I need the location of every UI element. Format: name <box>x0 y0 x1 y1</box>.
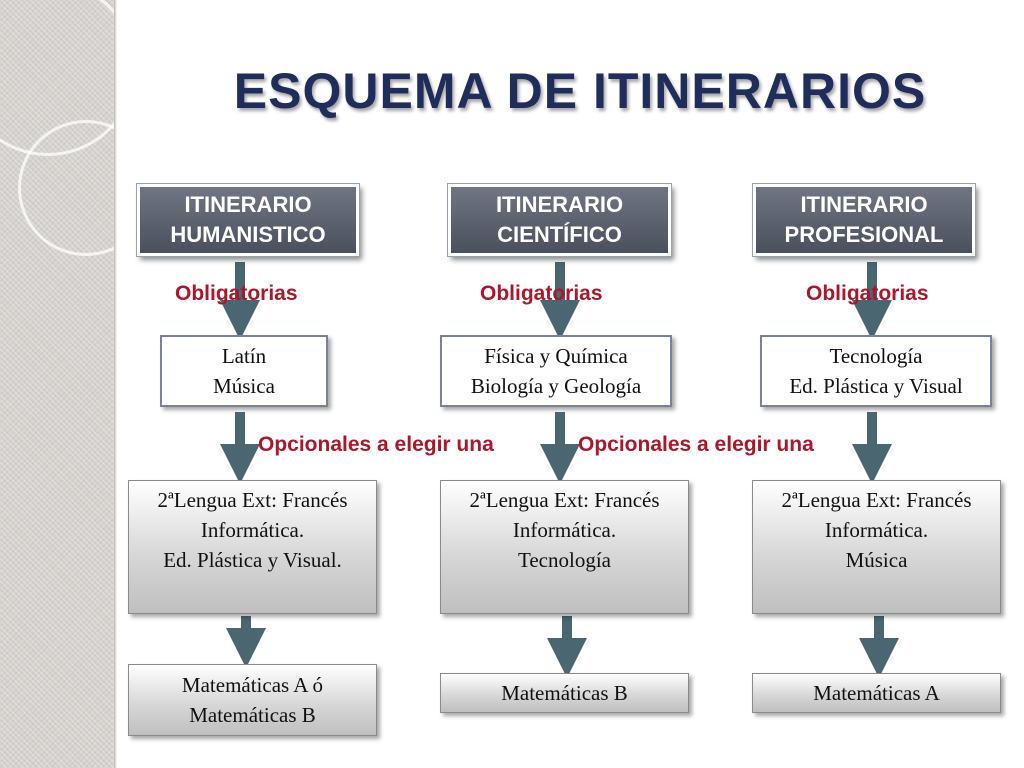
opcionales-box-humanistico: 2ªLengua Ext: Francés Informática. Ed. P… <box>128 480 377 614</box>
opcionales-box-profesional: 2ªLengua Ext: Francés Informática. Músic… <box>752 480 1001 614</box>
header-line: CIENTÍFICO <box>497 222 622 247</box>
opcionales-label-2: Opcionales a elegir una <box>578 433 814 456</box>
subject-line: Física y Química <box>484 344 628 368</box>
subject-line: Biología y Geología <box>470 374 642 398</box>
header-line: ITINERARIO <box>184 192 312 217</box>
header-line: ITINERARIO <box>495 192 624 217</box>
subject-line: 2ªLengua Ext: Francés <box>781 488 972 512</box>
header-line: PROFESIONAL <box>784 222 944 247</box>
subject-line: Ed. Plástica y Visual <box>789 374 963 398</box>
header-itinerario-cientifico: ITINERARIO CIENTÍFICO <box>447 183 672 257</box>
header-itinerario-humanistico: ITINERARIO HUMANISTICO <box>136 183 360 257</box>
obligatorias-label-col3: Obligatorias <box>806 282 929 305</box>
subject-line: Informática. <box>200 518 305 542</box>
subject-line: 2ªLengua Ext: Francés <box>157 488 348 512</box>
obligatorias-box-profesional: Tecnología Ed. Plástica y Visual <box>760 335 992 407</box>
decorative-side-strip <box>0 0 114 768</box>
subject-line: Tecnología <box>518 548 611 572</box>
subject-line: Informática. <box>512 518 617 542</box>
page-title: ESQUEMA DE ITINERARIOS <box>233 63 927 119</box>
opcionales-label-1: Opcionales a elegir una <box>258 433 494 456</box>
obligatorias-label-col1: Obligatorias <box>175 282 298 305</box>
header-itinerario-profesional: ITINERARIO PROFESIONAL <box>752 183 976 257</box>
matematicas-box-humanistico: Matemáticas A ó Matemáticas B <box>128 664 377 736</box>
obligatorias-label-col2: Obligatorias <box>480 282 603 305</box>
matematicas-box-cientifico: Matemáticas B <box>440 673 689 713</box>
subject-line: Matemáticas A ó <box>181 673 324 697</box>
subject-line: Tecnología <box>829 344 923 368</box>
matematicas-box-profesional: Matemáticas A <box>752 673 1001 713</box>
subject-line: Matemáticas A <box>813 681 940 705</box>
subject-line: Música <box>845 548 908 572</box>
opcionales-box-cientifico: 2ªLengua Ext: Francés Informática. Tecno… <box>440 480 689 614</box>
subject-line: Matemáticas B <box>189 703 316 727</box>
obligatorias-box-cientifico: Física y Química Biología y Geología <box>440 335 672 407</box>
header-line: HUMANISTICO <box>170 222 326 247</box>
side-strip-edge <box>114 0 117 768</box>
obligatorias-box-humanistico: Latín Música <box>160 335 328 407</box>
subject-line: Música <box>213 374 275 398</box>
subject-line: Informática. <box>824 518 929 542</box>
subject-line: Ed. Plástica y Visual. <box>163 548 342 572</box>
subject-line: Latín <box>221 344 267 368</box>
subject-line: 2ªLengua Ext: Francés <box>469 488 660 512</box>
header-line: ITINERARIO <box>800 192 928 217</box>
subject-line: Matemáticas B <box>501 681 628 705</box>
